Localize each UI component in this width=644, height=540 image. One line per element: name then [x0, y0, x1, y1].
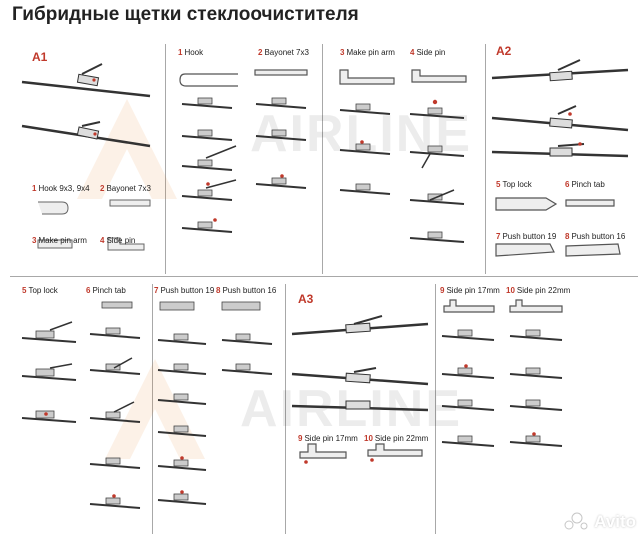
divider [435, 284, 436, 534]
blade-step [255, 183, 307, 189]
a3-wiper-diagram [291, 315, 429, 464]
divider [322, 44, 323, 274]
divider [152, 284, 153, 534]
push-button-steps-diagram [157, 301, 273, 505]
adapter [76, 73, 100, 87]
divider [10, 276, 638, 277]
pin-arm-adapter [37, 239, 73, 249]
side-pin-arm [411, 69, 467, 83]
page-title: Гибридные щетки стеклоочистителя [12, 4, 359, 25]
blade-step [181, 103, 233, 109]
blade-step [181, 227, 233, 233]
pin-arm-adapter [339, 69, 395, 85]
watermark-logo-icon [77, 99, 177, 199]
wiper-arm [81, 63, 103, 75]
hook-steps-diagram [179, 69, 308, 233]
a2-wiper-diagram [491, 59, 629, 257]
panel-a3-title: A3 [298, 292, 314, 306]
bayonet-arm [254, 69, 308, 76]
panel-a2-title: A2 [496, 44, 512, 58]
bayonet-adapter [109, 199, 151, 207]
avito-stamp: Avito [564, 512, 636, 532]
side-pin-steps-diagram [441, 299, 563, 447]
avito-logo-icon [564, 512, 588, 530]
push-button-19-adapter [495, 243, 555, 257]
avito-text: Avito [594, 512, 636, 531]
adapter [76, 126, 100, 140]
divider [165, 44, 166, 274]
wiper-arm [81, 121, 101, 127]
divider [285, 284, 286, 534]
side-pin-adapter [107, 237, 145, 251]
hook-adapter [38, 201, 69, 215]
top-lock-adapter [495, 197, 558, 211]
side-pin-22-adapter [367, 443, 423, 457]
blade-step [181, 165, 233, 171]
pin-steps-diagram [339, 69, 467, 243]
push-button-16-adapter [565, 243, 621, 257]
top-lock-steps-diagram [21, 301, 141, 509]
blade-step [255, 103, 307, 109]
blade-step [255, 135, 307, 141]
side-pin-17-adapter [299, 443, 347, 459]
wiper-blade [21, 80, 151, 98]
panel-a1-title: A1 [32, 50, 48, 64]
blade-step [181, 135, 233, 141]
divider [485, 44, 486, 274]
blade-step [181, 195, 233, 201]
a1-wiper-diagram [21, 63, 151, 251]
pinch-tab-adapter [565, 199, 615, 207]
hook-arm [179, 73, 238, 87]
